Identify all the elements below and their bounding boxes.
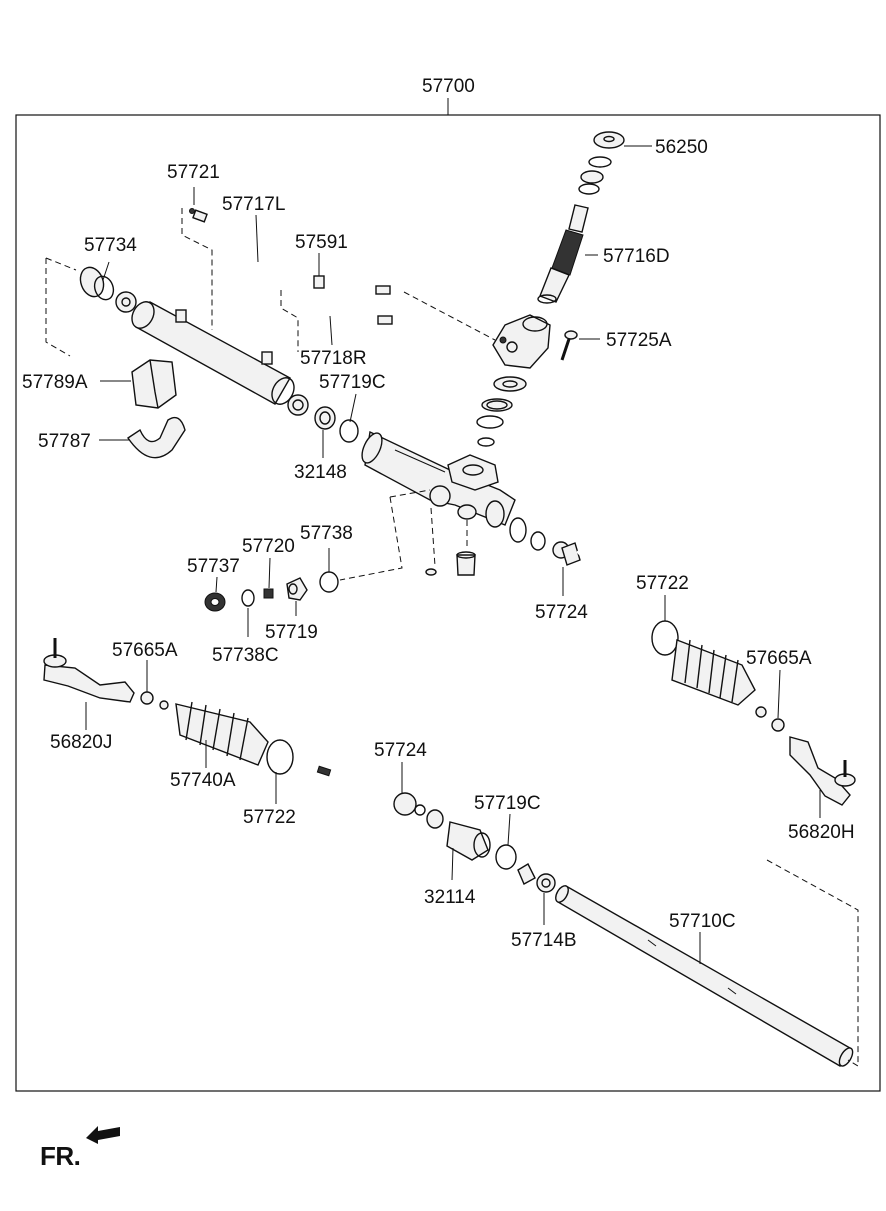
label-57717L: 57717L — [222, 194, 285, 215]
part-57725A-bolt — [560, 330, 578, 361]
part-57737-plug — [204, 592, 226, 612]
label-57724-right: 57724 — [535, 602, 588, 623]
part-57724-inner-tie-rod-right — [552, 541, 650, 632]
part-57718R-tube — [290, 285, 393, 325]
part-57787-clamp — [127, 416, 186, 459]
label-56820J: 56820J — [50, 732, 112, 753]
label-32114: 32114 — [424, 887, 476, 908]
part-snap-ring — [578, 156, 612, 195]
label-57665A-left: 57665A — [112, 640, 178, 661]
label-57725A: 57725A — [606, 330, 672, 351]
part-57738-oring — [319, 571, 339, 593]
label-57710C: 57710C — [669, 911, 736, 932]
label-57665A-right: 57665A — [746, 648, 812, 669]
part-57734-rings — [79, 266, 137, 313]
part-57716D-pinion — [537, 204, 589, 304]
part-boot-right — [671, 639, 756, 706]
part-rack-housing — [361, 430, 516, 528]
part-57722-clamp-left — [266, 739, 294, 775]
label-57722-left: 57722 — [243, 807, 296, 828]
part-57717L-tube — [192, 209, 407, 304]
label-56250: 56250 — [655, 137, 708, 158]
label-57719: 57719 — [265, 622, 318, 643]
part-56820J-tie-rod-end — [43, 638, 135, 703]
label-57722-right: 57722 — [636, 573, 689, 594]
label-57787: 57787 — [38, 431, 91, 452]
label-57719C-low: 57719C — [474, 793, 541, 814]
part-cylinder-tube — [131, 301, 295, 405]
part-nuts-left — [140, 691, 169, 710]
part-57719-yoke — [286, 577, 308, 601]
label-57734: 57734 — [84, 235, 137, 256]
front-direction-label: FR. — [40, 1141, 81, 1171]
part-nuts-right — [755, 706, 785, 732]
part-57789A-bushing — [131, 359, 177, 409]
dashed-group-lines — [45, 208, 859, 1067]
part-57722-clamp-right — [651, 620, 679, 656]
part-mount-bushings — [425, 551, 476, 576]
front-direction-arrow-icon — [86, 1126, 120, 1144]
part-57721-nut — [189, 208, 195, 214]
label-57737: 57737 — [187, 556, 240, 577]
part-57740A-boot — [175, 701, 269, 766]
label-57591: 57591 — [295, 232, 348, 253]
label-57716D: 57716D — [603, 246, 670, 267]
part-32114-bushing — [426, 809, 491, 861]
label-56820H: 56820H — [788, 822, 855, 843]
label-57719C-top: 57719C — [319, 372, 386, 393]
label-57721: 57721 — [167, 162, 220, 183]
part-57714B-rings — [517, 863, 556, 893]
label-57789A: 57789A — [22, 372, 88, 393]
label-32148: 32148 — [294, 462, 347, 483]
part-housing-seals — [509, 517, 546, 551]
label-57738C: 57738C — [212, 645, 279, 666]
part-57719C-low-oring — [495, 844, 517, 870]
part-32148-seals — [287, 394, 359, 443]
part-57724-inner-tie-rod-left — [293, 763, 426, 816]
label-57724-mid: 57724 — [374, 740, 427, 761]
label-57740A: 57740A — [170, 770, 236, 791]
part-57738C-ring — [241, 589, 255, 607]
label-57738: 57738 — [300, 523, 353, 544]
leader-lines — [85, 145, 821, 964]
part-57591-clip — [313, 275, 325, 289]
part-valve-housing — [492, 314, 551, 369]
label-57714B: 57714B — [511, 930, 577, 951]
label-57700: 57700 — [422, 76, 475, 97]
label-57718R: 57718R — [300, 348, 367, 369]
label-57720: 57720 — [242, 536, 295, 557]
part-56250-washer — [593, 131, 625, 149]
part-pinion-seals — [476, 376, 527, 447]
assembly-frame — [15, 114, 881, 1092]
part-57720-spring — [263, 588, 274, 599]
part-57710C-rack — [555, 885, 854, 1067]
part-56820H-tie-rod-end — [789, 736, 856, 806]
